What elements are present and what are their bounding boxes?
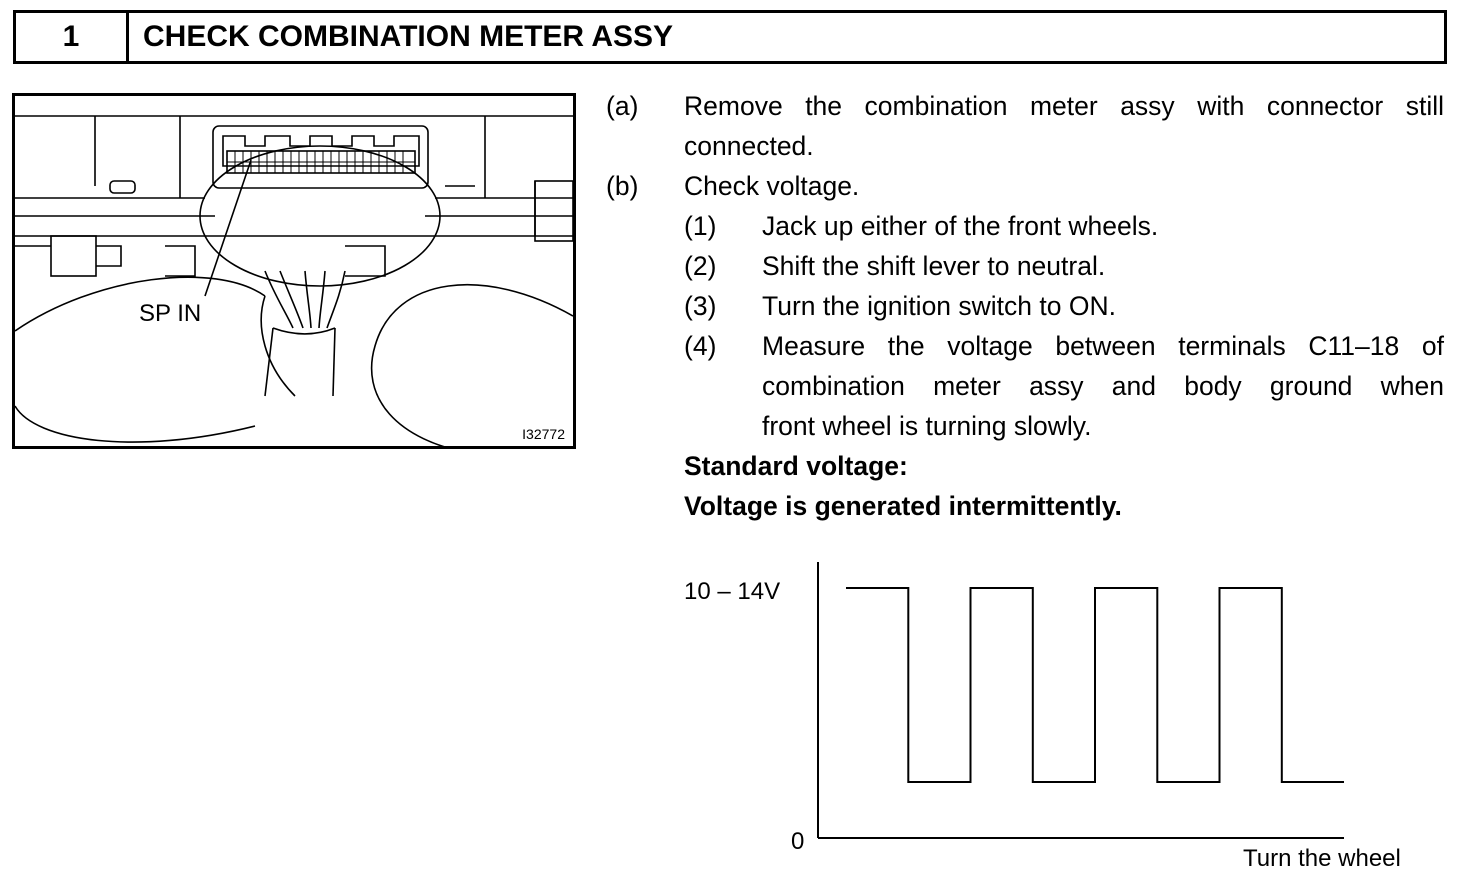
y-tick-zero: 0 xyxy=(791,828,805,855)
marker-step-3: (3) xyxy=(684,291,717,321)
instruction-b: Check voltage. xyxy=(684,171,860,201)
figure-id: I32772 xyxy=(522,426,565,442)
step-4-line1: Measure the voltage between terminals C1… xyxy=(762,331,1444,361)
standard-voltage-value: Voltage is generated intermittently. xyxy=(684,491,1122,521)
step-1-text: Jack up either of the front wheels. xyxy=(762,211,1159,241)
x-axis-label: Turn the wheel xyxy=(1243,845,1401,872)
square-wave-signal xyxy=(846,587,1344,783)
marker-step-4: (4) xyxy=(684,331,717,361)
step-3-text: Turn the ignition switch to ON. xyxy=(762,291,1116,321)
instruction-a-line1: Remove the combination meter assy with c… xyxy=(684,91,1444,121)
marker-step-2: (2) xyxy=(684,251,717,281)
instruction-a-line2: connected. xyxy=(684,131,814,161)
marker-a: (a) xyxy=(606,91,639,121)
y-tick-high: 10 – 14V xyxy=(684,578,781,605)
marker-b: (b) xyxy=(606,171,639,201)
marker-step-1: (1) xyxy=(684,211,717,241)
step-number: 1 xyxy=(16,13,129,61)
step-title: CHECK COMBINATION METER ASSY xyxy=(143,20,674,53)
sp-in-callout: SP IN xyxy=(139,300,202,327)
step-4-line3: front wheel is turning slowly. xyxy=(762,411,1092,441)
combination-meter-drawing xyxy=(15,115,573,446)
standard-voltage-label: Standard voltage: xyxy=(684,451,908,481)
step-4-line2: combination meter assy and body ground w… xyxy=(762,371,1444,401)
step-2-text: Shift the shift lever to neutral. xyxy=(762,251,1106,281)
step-header: 1 CHECK COMBINATION METER ASSY xyxy=(13,10,1447,64)
meter-illustration: SP IN I32772 xyxy=(12,93,576,449)
